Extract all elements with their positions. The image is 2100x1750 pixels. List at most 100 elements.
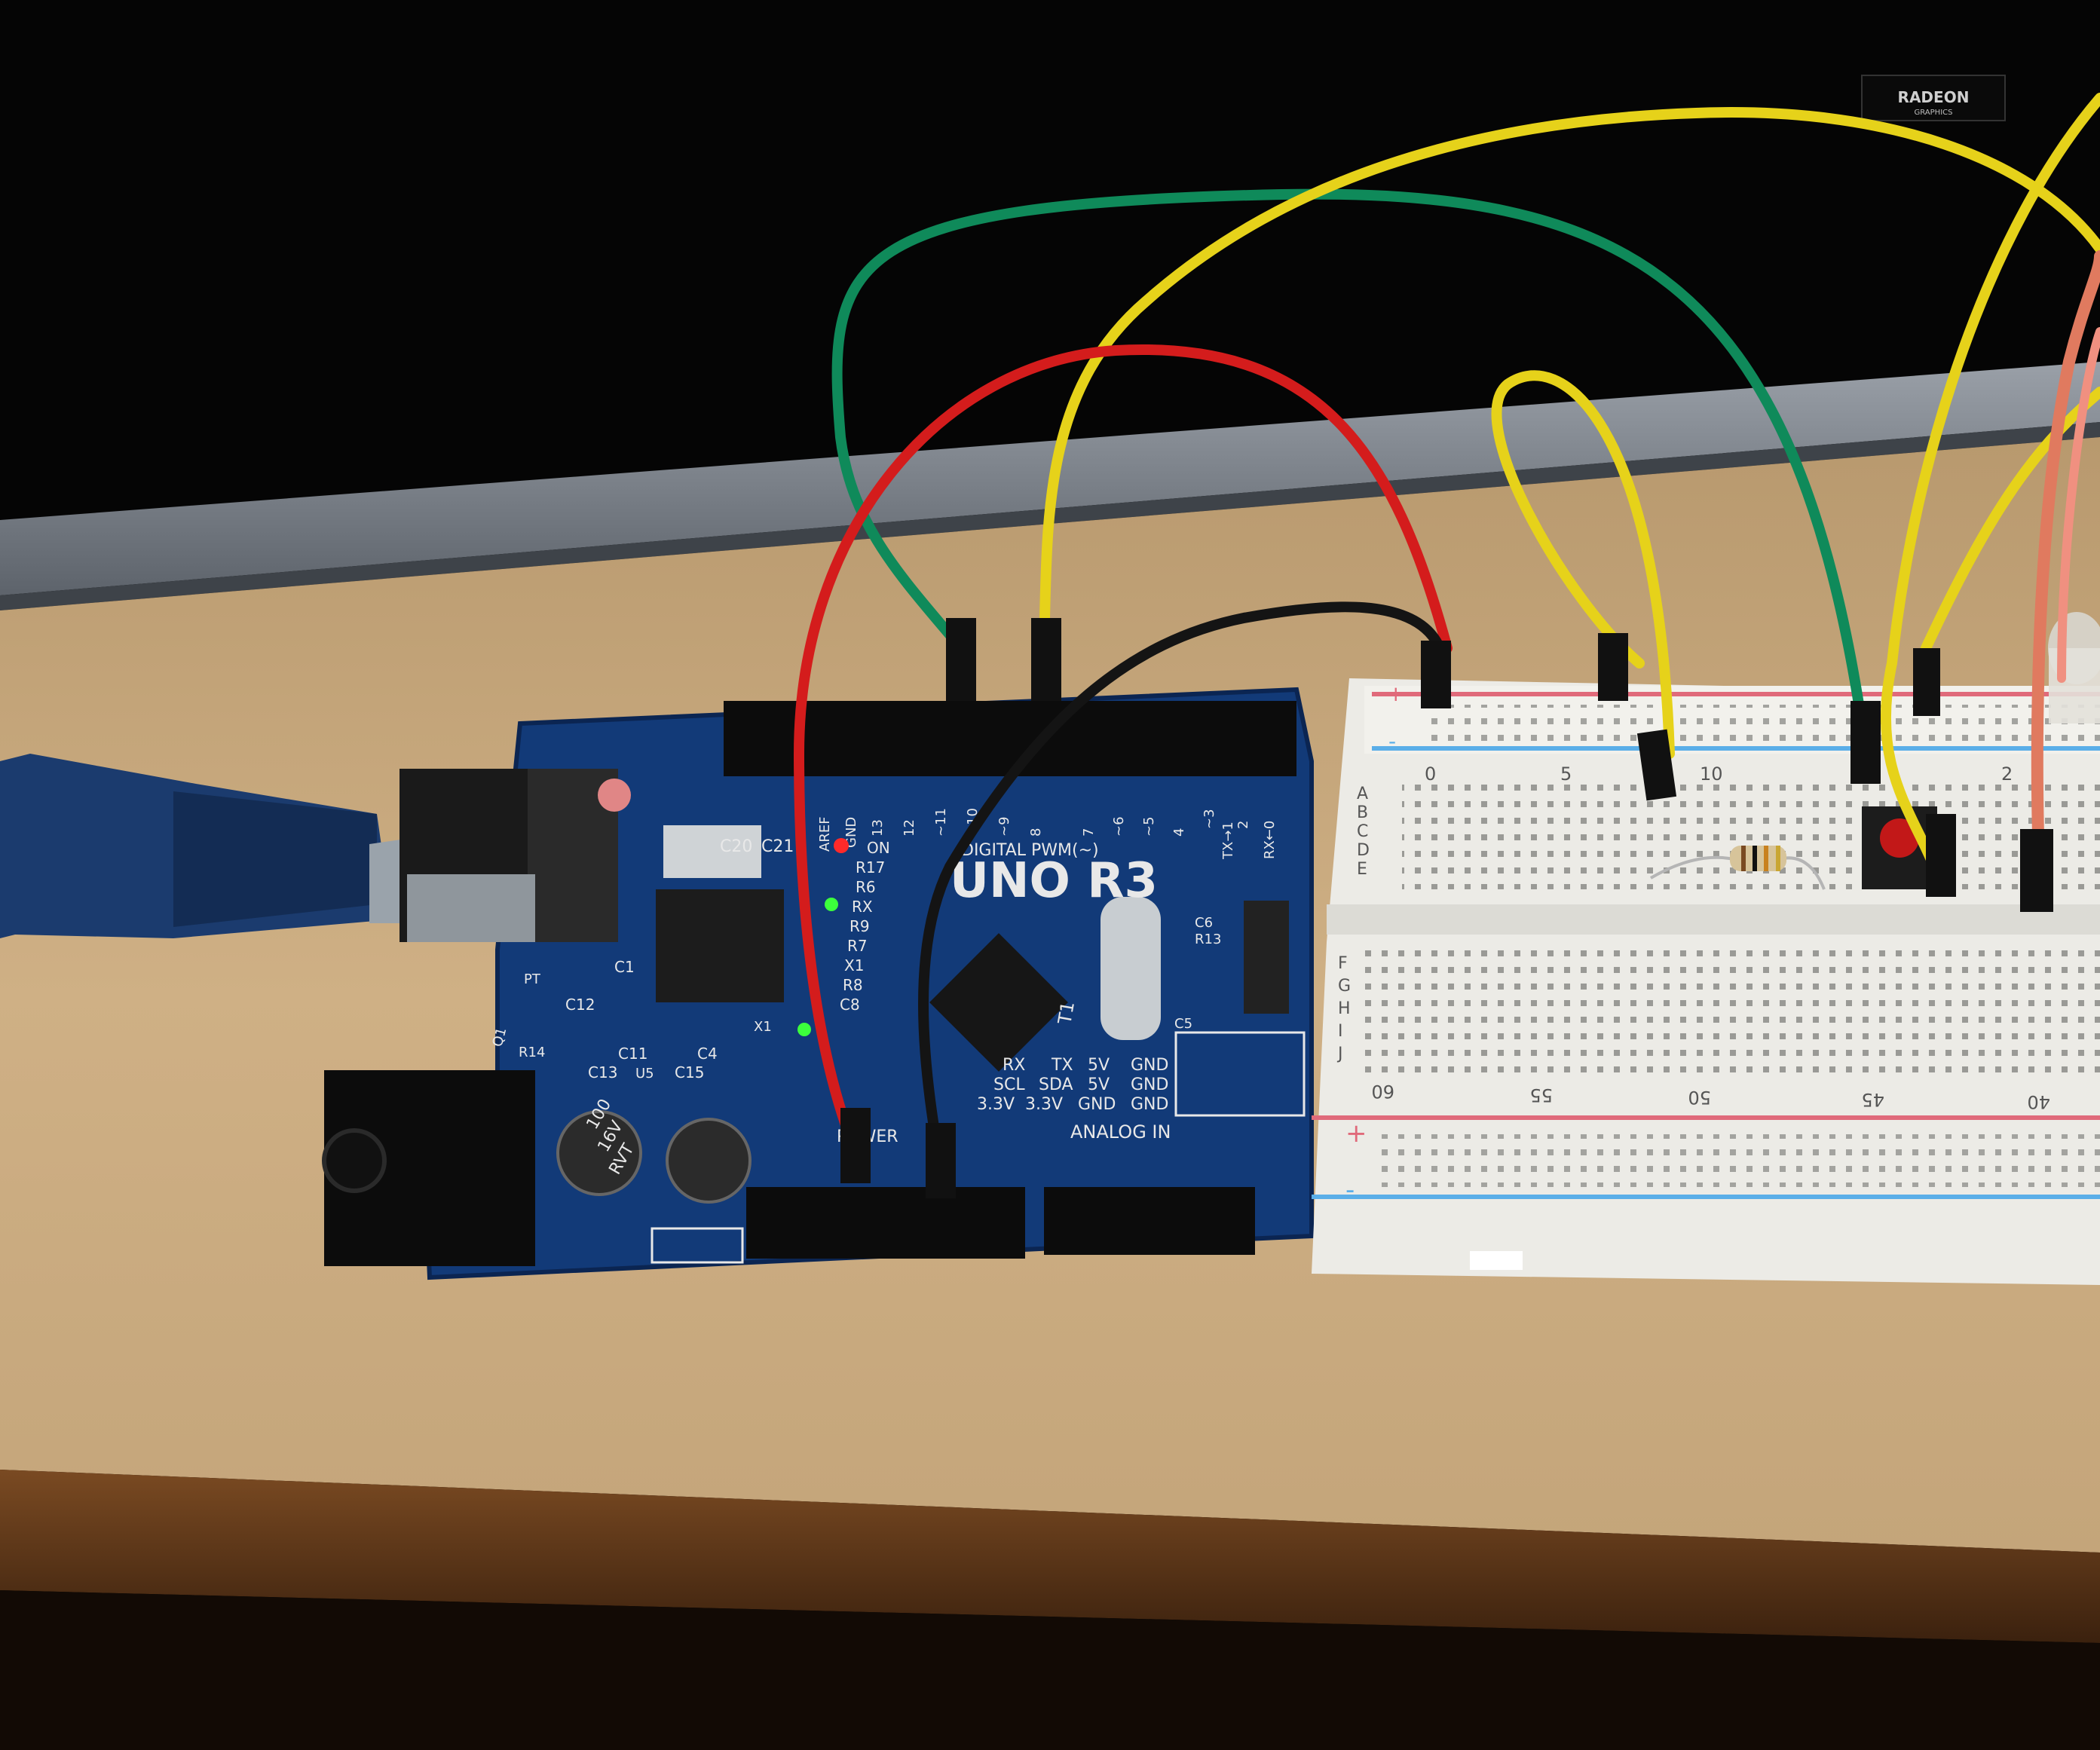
row-h: H — [1338, 999, 1351, 1018]
label-c4: C4 — [697, 1045, 718, 1063]
led-label-r9: R9 — [849, 917, 870, 935]
pin-label-6: ~6 — [1111, 816, 1127, 837]
hdr-sda: SDA — [1039, 1075, 1073, 1094]
bb-num-2: 2 — [2001, 763, 2013, 785]
pin-label-9: ~9 — [996, 816, 1012, 837]
pin-label-8: 8 — [1028, 828, 1044, 837]
icsp-header-small — [1244, 901, 1289, 1014]
label-pt: PT — [524, 971, 541, 987]
bb-num-50: 50 — [1688, 1087, 1711, 1108]
bottom-minus-sign: - — [1345, 1175, 1355, 1205]
wire-green — [831, 188, 1867, 729]
row-d: D — [1357, 841, 1370, 860]
jumper-wires — [793, 93, 2100, 1198]
label-c11: C11 — [618, 1045, 647, 1063]
hdr-tx: TX — [1051, 1056, 1073, 1075]
wire-salmon2 — [2057, 327, 2100, 683]
led-labels: ON R17 R6 RX R9 R7 X1 R8 C8 — [840, 839, 890, 1014]
pin-label-12: 12 — [902, 819, 917, 837]
pin-label-4: 4 — [1171, 828, 1187, 837]
label-u5: U5 — [635, 1066, 654, 1082]
rx-led — [825, 898, 838, 911]
pin-label-13: 13 — [870, 819, 886, 837]
led-label-rx: RX — [852, 898, 873, 916]
hdr-5v-2: 5V — [1088, 1075, 1110, 1094]
digital-label: DIGITAL PWM(~) — [961, 841, 1099, 860]
label-t1: T1 — [1054, 1000, 1079, 1026]
desk-edge — [0, 1470, 2100, 1643]
board-title: UNO R3 — [950, 853, 1158, 909]
crystal-small — [663, 825, 761, 878]
hdr-gnd-2: GND — [1131, 1075, 1168, 1094]
hdr-scl: SCL — [993, 1075, 1025, 1094]
led-label-r8: R8 — [843, 976, 863, 994]
label-c21: C21 — [761, 837, 794, 856]
tx-led — [797, 1023, 811, 1036]
usb-cable — [0, 754, 422, 938]
wire-yellow-right2 — [1921, 387, 2100, 653]
pin-label-2: 2 — [1235, 821, 1251, 829]
wire-yellow-loop — [1491, 370, 1675, 759]
wire-salmon — [2031, 250, 2100, 865]
label-c1: C1 — [614, 958, 635, 976]
resistor — [1649, 846, 1826, 890]
label-c12: C12 — [565, 996, 595, 1014]
label-c5: C5 — [1174, 1016, 1192, 1032]
icsp-header — [1174, 1031, 1306, 1117]
radeon-badge-line2: GRAPHICS — [1915, 109, 1953, 117]
label-r13: R13 — [1195, 932, 1221, 947]
hdr-5v-1: 5V — [1088, 1056, 1110, 1075]
top-plus-sign: + — [1387, 681, 1404, 706]
wire-black — [918, 601, 1445, 1181]
gnd-label: GND — [843, 817, 859, 848]
hdr-gnd-4: GND — [1131, 1095, 1168, 1114]
led-label-r6: R6 — [856, 878, 876, 896]
bottom-plus-sign: + — [1345, 1118, 1367, 1149]
bb-num-10: 10 — [1700, 763, 1723, 785]
wire-yellow-right — [1880, 93, 2100, 880]
breadboard: + - 0 5 10 2 A B C D E F G H I J 60 55 5… — [1312, 678, 2100, 1285]
led-label-on: ON — [867, 839, 890, 857]
tx-label: TX→1 — [1220, 821, 1236, 860]
top-minus-line — [1372, 746, 2100, 751]
row-b: B — [1357, 803, 1368, 822]
power-header — [746, 1187, 1025, 1259]
hdr-rx: RX — [1003, 1056, 1025, 1075]
radeon-badge-line1: RADEON — [1898, 88, 1970, 106]
label-c6: C6 — [1195, 915, 1213, 931]
jumper-block — [651, 1227, 744, 1264]
led-label-c8: C8 — [840, 996, 860, 1014]
row-e: E — [1357, 860, 1367, 879]
reset-button[interactable] — [598, 779, 631, 812]
bottom-plus-line — [1312, 1115, 2100, 1120]
led-label-r17: R17 — [856, 858, 885, 877]
bb-num-45: 45 — [1861, 1089, 1884, 1110]
mcu-chip — [929, 933, 1068, 1072]
digital-header — [724, 701, 1296, 776]
push-button[interactable] — [1862, 806, 1937, 889]
pin-label-5: ~5 — [1141, 816, 1157, 837]
label-c13: C13 — [588, 1063, 617, 1082]
wire-red — [793, 344, 1453, 1166]
hdr-33v-1: 3.3V — [977, 1095, 1015, 1114]
bb-num-55: 55 — [1529, 1085, 1553, 1106]
hdr-gnd-1: GND — [1131, 1056, 1168, 1075]
row-i: I — [1338, 1022, 1343, 1041]
row-j: J — [1336, 1045, 1343, 1063]
analog-header — [1044, 1187, 1255, 1255]
bottom-minus-line — [1312, 1195, 2100, 1199]
rx-label: RX←0 — [1262, 821, 1278, 859]
led-label-x1: X1 — [844, 956, 864, 974]
bb-num-40: 40 — [2027, 1091, 2050, 1112]
bb-num-5: 5 — [1560, 763, 1572, 785]
radeon-sticker: RADEON GRAPHICS — [1861, 75, 2006, 121]
aref-label: AREF — [817, 816, 833, 852]
top-minus-sign: - — [1388, 729, 1396, 754]
arduino-board: 100 16V RVT C21 C20 C1 C12 C13 U5 C15 C1… — [322, 687, 1314, 1280]
wire-yellow-main — [1039, 107, 2100, 653]
led-label-r7: R7 — [847, 937, 868, 955]
power-led — [834, 838, 849, 853]
header-pin-text: RX TX 5V GND SCL SDA 5V GND 3.3V 3.3V GN… — [977, 1056, 1168, 1114]
capacitors: 100 16V RVT — [556, 1096, 752, 1204]
